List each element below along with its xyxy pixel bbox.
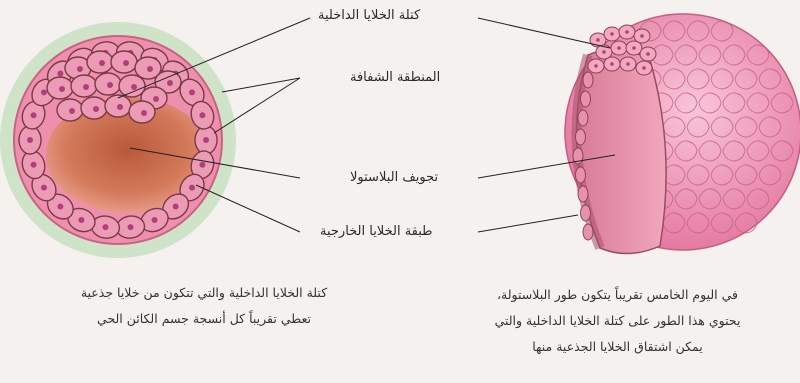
cell-nucleus [203, 137, 209, 143]
cell-nucleus [107, 82, 113, 88]
caption-left: كتلة الخلايا الداخلية والتي تتكون من خلا… [14, 280, 394, 332]
caption-left-line2: تعطي تقريباً كل أنسجة جسم الكائن الحي [14, 306, 394, 332]
rim-cell [578, 110, 588, 126]
cell-nucleus [102, 224, 108, 230]
rim-cell [581, 91, 591, 107]
cell-nucleus [617, 46, 621, 50]
rim-cell [583, 72, 593, 88]
cell-nucleus [152, 217, 158, 223]
cell-nucleus [99, 60, 105, 66]
cell-nucleus [27, 137, 33, 143]
cell-nucleus [57, 204, 63, 210]
cell-nucleus [123, 60, 129, 66]
cell-nucleus [594, 64, 598, 68]
cell-nucleus [199, 162, 205, 168]
cell-nucleus [642, 66, 646, 70]
caption-right-line3: يمكن اشتقاق الخلايا الجذعية منها [440, 334, 795, 360]
cell-nucleus [69, 108, 75, 114]
cell-nucleus [131, 84, 137, 90]
cell-nucleus [83, 84, 89, 90]
cell-nucleus [31, 162, 37, 168]
cell-nucleus [153, 96, 159, 102]
cell-nucleus [602, 50, 606, 54]
cell-nucleus [640, 34, 644, 38]
leader-trophoblast-right [478, 215, 578, 232]
caption-left-line1: كتلة الخلايا الداخلية والتي تتكون من خلا… [14, 280, 394, 306]
rim-cell [578, 186, 588, 202]
label-trophoblast: طبقة الخلايا الخارجية [320, 224, 433, 239]
rim-cell [576, 129, 586, 145]
cell-nucleus [117, 104, 123, 110]
cell-nucleus [141, 110, 147, 116]
cell-nucleus [199, 112, 205, 118]
label-inner-cell-mass: كتلة الخلايا الداخلية [318, 8, 420, 23]
caption-right: في اليوم الخامس تقريباً يتكون طور البلاس… [440, 282, 795, 360]
rim-cell [581, 205, 591, 221]
label-zona-pellucida: المنطقة الشفافة [350, 70, 440, 85]
blastocyst-cross-section [0, 22, 236, 258]
cell-nucleus [77, 66, 83, 72]
rim-cell [583, 224, 593, 240]
cell-nucleus [632, 46, 636, 50]
rim-cell [576, 167, 586, 183]
cell-nucleus [147, 66, 153, 72]
cell-nucleus [189, 185, 195, 191]
label-blastocoel: تجويف البلاستولا [350, 170, 438, 185]
cell-nucleus [57, 70, 63, 76]
cell-nucleus [610, 62, 614, 66]
cell-nucleus [78, 217, 84, 223]
cell-nucleus [31, 112, 37, 118]
cell-nucleus [626, 62, 630, 66]
caption-right-line1: في اليوم الخامس تقريباً يتكون طور البلاس… [440, 282, 795, 308]
cell-nucleus [596, 38, 600, 42]
cell-nucleus [189, 89, 195, 95]
cell-nucleus [93, 106, 99, 112]
cell-nucleus [41, 89, 47, 95]
blastocyst-3d [565, 14, 800, 254]
cell-nucleus [128, 224, 134, 230]
cell-nucleus [646, 52, 650, 56]
cell-nucleus [167, 80, 173, 86]
cell-nucleus [59, 86, 65, 92]
caption-right-line2: يحتوي هذا الطور على كتلة الخلايا الداخلي… [440, 308, 795, 334]
cell-nucleus [625, 30, 629, 34]
leader-inner-mass-right [478, 18, 610, 48]
cell-nucleus [173, 204, 179, 210]
cell-nucleus [610, 32, 614, 36]
cell-nucleus [41, 185, 47, 191]
